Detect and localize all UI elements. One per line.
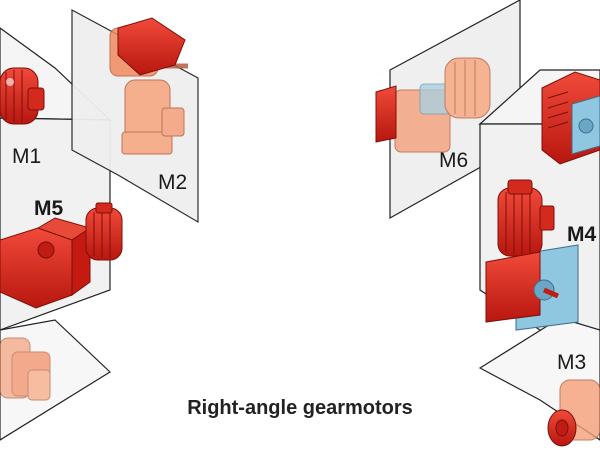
position-label-m6: M6 <box>439 149 469 172</box>
gearmotor-m5 <box>0 202 123 309</box>
gearmotor-m4 <box>485 179 579 331</box>
right-mounting-cube <box>389 0 600 441</box>
ghost-gearmotor-m6 <box>394 57 491 153</box>
position-label-m5: M5 <box>34 197 64 220</box>
gearmotor-m6-red-flange <box>375 85 397 143</box>
diagram-caption: Right-angle gearmotors <box>187 397 413 419</box>
position-label-m3: M3 <box>557 351 587 374</box>
gearmotor-m3 <box>547 379 600 447</box>
position-label-m4: M4 <box>567 223 597 246</box>
gearmotor-top-right <box>541 71 600 165</box>
gearmotor-m1 <box>0 67 45 125</box>
position-label-m2: M2 <box>158 171 188 194</box>
ghost-gearmotor-floor <box>0 337 51 401</box>
gearmotor-m2-red-top <box>117 17 186 76</box>
position-label-m1: M1 <box>12 145 42 168</box>
